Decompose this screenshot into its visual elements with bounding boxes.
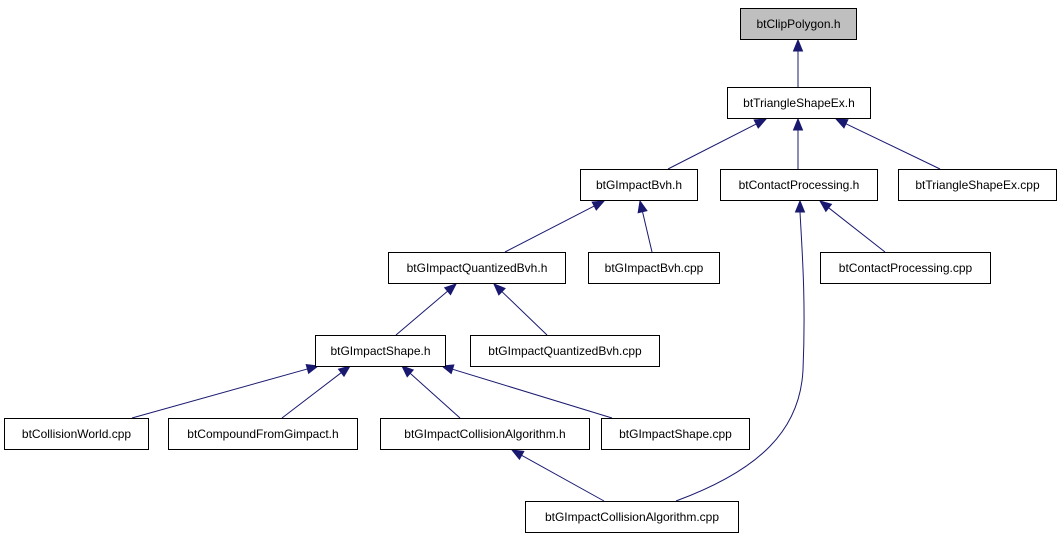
arrowhead-icon	[834, 118, 849, 129]
edge-line	[500, 290, 548, 336]
arrowhead-icon	[443, 283, 458, 296]
edges-layer	[131, 38, 941, 502]
node-box	[580, 169, 698, 201]
edge-collision-world-cpp-to-gimpact-shape-h	[131, 364, 320, 419]
edge-line	[667, 123, 758, 170]
edge-gimpact-collision-algorithm-cpp-to-gimpact-collision-algorithm-h	[510, 449, 605, 502]
edge-gimpact-shape-h-to-gimpact-quantized-bvh-h	[395, 283, 458, 336]
edge-line	[675, 211, 805, 502]
edge-triangle-shape-ex-h-to-clip-polygon-h	[792, 38, 804, 87]
node-label: btGImpactQuantizedBvh.cpp	[488, 344, 642, 358]
node-label: btGImpactQuantizedBvh.h	[407, 261, 548, 275]
node-label: btGImpactCollisionAlgorithm.h	[404, 427, 565, 441]
node-box	[315, 335, 446, 367]
edge-line	[281, 371, 343, 419]
node-label: btGImpactCollisionAlgorithm.cpp	[545, 510, 719, 524]
node-box	[601, 418, 750, 450]
edge-line	[451, 368, 613, 419]
node-box	[470, 335, 660, 367]
edge-compound-from-gimpact-h-to-gimpact-shape-h	[281, 365, 352, 419]
node-compound-from-gimpact-h[interactable]: btCompoundFromGimpact.h	[168, 418, 358, 450]
arrowhead-icon	[794, 199, 806, 213]
node-triangle-shape-ex-cpp[interactable]: btTriangleShapeEx.cpp	[898, 169, 1057, 201]
node-gimpact-bvh-h[interactable]: btGImpactBvh.h	[580, 169, 698, 201]
edge-gimpact-shape-cpp-to-gimpact-shape-h	[440, 364, 613, 419]
node-gimpact-shape-h[interactable]: btGImpactShape.h	[315, 335, 446, 367]
node-contact-processing-cpp[interactable]: btContactProcessing.cpp	[820, 252, 991, 284]
node-label: btCollisionWorld.cpp	[22, 427, 131, 441]
node-gimpact-shape-cpp[interactable]: btGImpactShape.cpp	[601, 418, 750, 450]
node-box	[380, 418, 590, 450]
node-gimpact-collision-algorithm-cpp[interactable]: btGImpactCollisionAlgorithm.cpp	[525, 501, 739, 533]
arrowhead-icon	[792, 38, 804, 52]
edge-line	[504, 205, 596, 253]
arrowhead-icon	[792, 117, 804, 131]
edge-gimpact-quantized-bvh-cpp-to-gimpact-quantized-bvh-h	[493, 283, 548, 336]
edge-contact-processing-cpp-to-contact-processing-h	[818, 200, 886, 253]
node-label: btTriangleShapeEx.h	[743, 96, 855, 110]
node-label: btGImpactShape.h	[330, 344, 430, 358]
node-box	[727, 87, 871, 119]
node-box	[588, 252, 720, 284]
node-box	[388, 252, 566, 284]
node-collision-world-cpp[interactable]: btCollisionWorld.cpp	[4, 418, 149, 450]
arrowhead-icon	[637, 199, 648, 214]
edge-line	[641, 210, 653, 253]
node-box	[740, 8, 857, 40]
arrowhead-icon	[493, 283, 506, 296]
arrowhead-icon	[753, 118, 768, 129]
arrowhead-icon	[440, 364, 455, 375]
node-label: btGImpactShape.cpp	[619, 427, 732, 441]
edge-gimpact-quantized-bvh-h-to-gimpact-bvh-h	[504, 200, 606, 253]
node-triangle-shape-ex-h[interactable]: btTriangleShapeEx.h	[727, 87, 871, 119]
node-contact-processing-h[interactable]: btContactProcessing.h	[720, 169, 878, 201]
node-clip-polygon-h: btClipPolygon.h	[740, 8, 857, 40]
node-gimpact-collision-algorithm-h[interactable]: btGImpactCollisionAlgorithm.h	[380, 418, 590, 450]
node-box	[820, 252, 991, 284]
edge-line	[131, 368, 309, 419]
node-box	[525, 501, 739, 533]
node-label: btContactProcessing.h	[739, 178, 860, 192]
edge-line	[827, 206, 886, 253]
edge-line	[520, 454, 605, 502]
edge-contact-processing-h-to-triangle-shape-ex-h	[792, 117, 804, 169]
arrowhead-icon	[591, 200, 606, 211]
node-gimpact-quantized-bvh-h[interactable]: btGImpactQuantizedBvh.h	[388, 252, 566, 284]
node-label: btGImpactBvh.h	[596, 178, 682, 192]
arrowhead-icon	[818, 200, 833, 213]
arrowhead-icon	[401, 365, 415, 378]
node-label: btContactProcessing.cpp	[839, 261, 973, 275]
edge-gimpact-collision-algorithm-cpp-to-contact-processing-h	[675, 199, 806, 502]
node-label: btCompoundFromGimpact.h	[187, 427, 338, 441]
edge-line	[409, 372, 461, 419]
edge-gimpact-bvh-cpp-to-gimpact-bvh-h	[637, 199, 653, 253]
node-box	[168, 418, 358, 450]
node-box	[4, 418, 149, 450]
edge-gimpact-collision-algorithm-h-to-gimpact-shape-h	[401, 365, 461, 419]
node-label: btGImpactBvh.cpp	[605, 261, 704, 275]
edge-triangle-shape-ex-cpp-to-triangle-shape-ex-h	[834, 118, 941, 170]
node-label: btClipPolygon.h	[756, 17, 840, 31]
arrowhead-icon	[337, 365, 352, 378]
node-box	[898, 169, 1057, 201]
nodes-layer: btClipPolygon.h btTriangleShapeEx.h btGImp…	[4, 8, 1057, 533]
arrowhead-icon	[510, 449, 525, 461]
node-label: btTriangleShapeEx.cpp	[915, 178, 1040, 192]
node-gimpact-bvh-cpp[interactable]: btGImpactBvh.cpp	[588, 252, 720, 284]
node-gimpact-quantized-bvh-cpp[interactable]: btGImpactQuantizedBvh.cpp	[470, 335, 660, 367]
node-box	[720, 169, 878, 201]
edge-line	[395, 290, 449, 336]
edge-line	[844, 122, 941, 170]
edge-gimpact-bvh-h-to-triangle-shape-ex-h	[667, 118, 768, 170]
